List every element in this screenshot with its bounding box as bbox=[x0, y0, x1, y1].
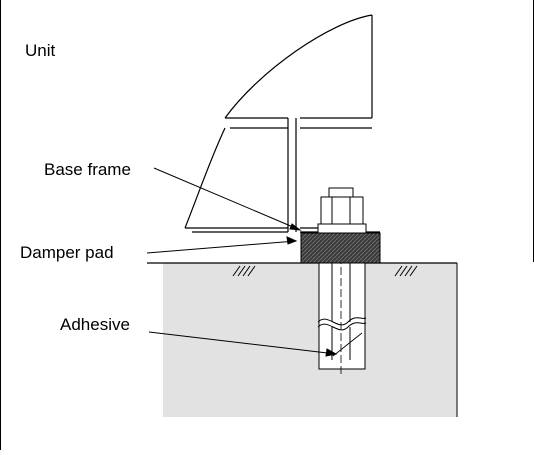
ground-hatch bbox=[232, 265, 418, 277]
base-frame-label: Base frame bbox=[44, 160, 131, 179]
base-frame-leader bbox=[153, 167, 301, 231]
adhesive-label: Adhesive bbox=[60, 315, 130, 334]
nut-assembly bbox=[317, 187, 367, 234]
damper-pad-leader bbox=[146, 240, 297, 254]
leader-lines bbox=[146, 167, 338, 357]
damper-pad bbox=[300, 232, 381, 264]
damper-pad-label: Damper pad bbox=[20, 243, 114, 262]
unit-body bbox=[184, 14, 380, 233]
adhesive-leader bbox=[148, 331, 337, 355]
unit-label: Unit bbox=[25, 41, 56, 60]
concrete-foundation bbox=[147, 262, 458, 417]
